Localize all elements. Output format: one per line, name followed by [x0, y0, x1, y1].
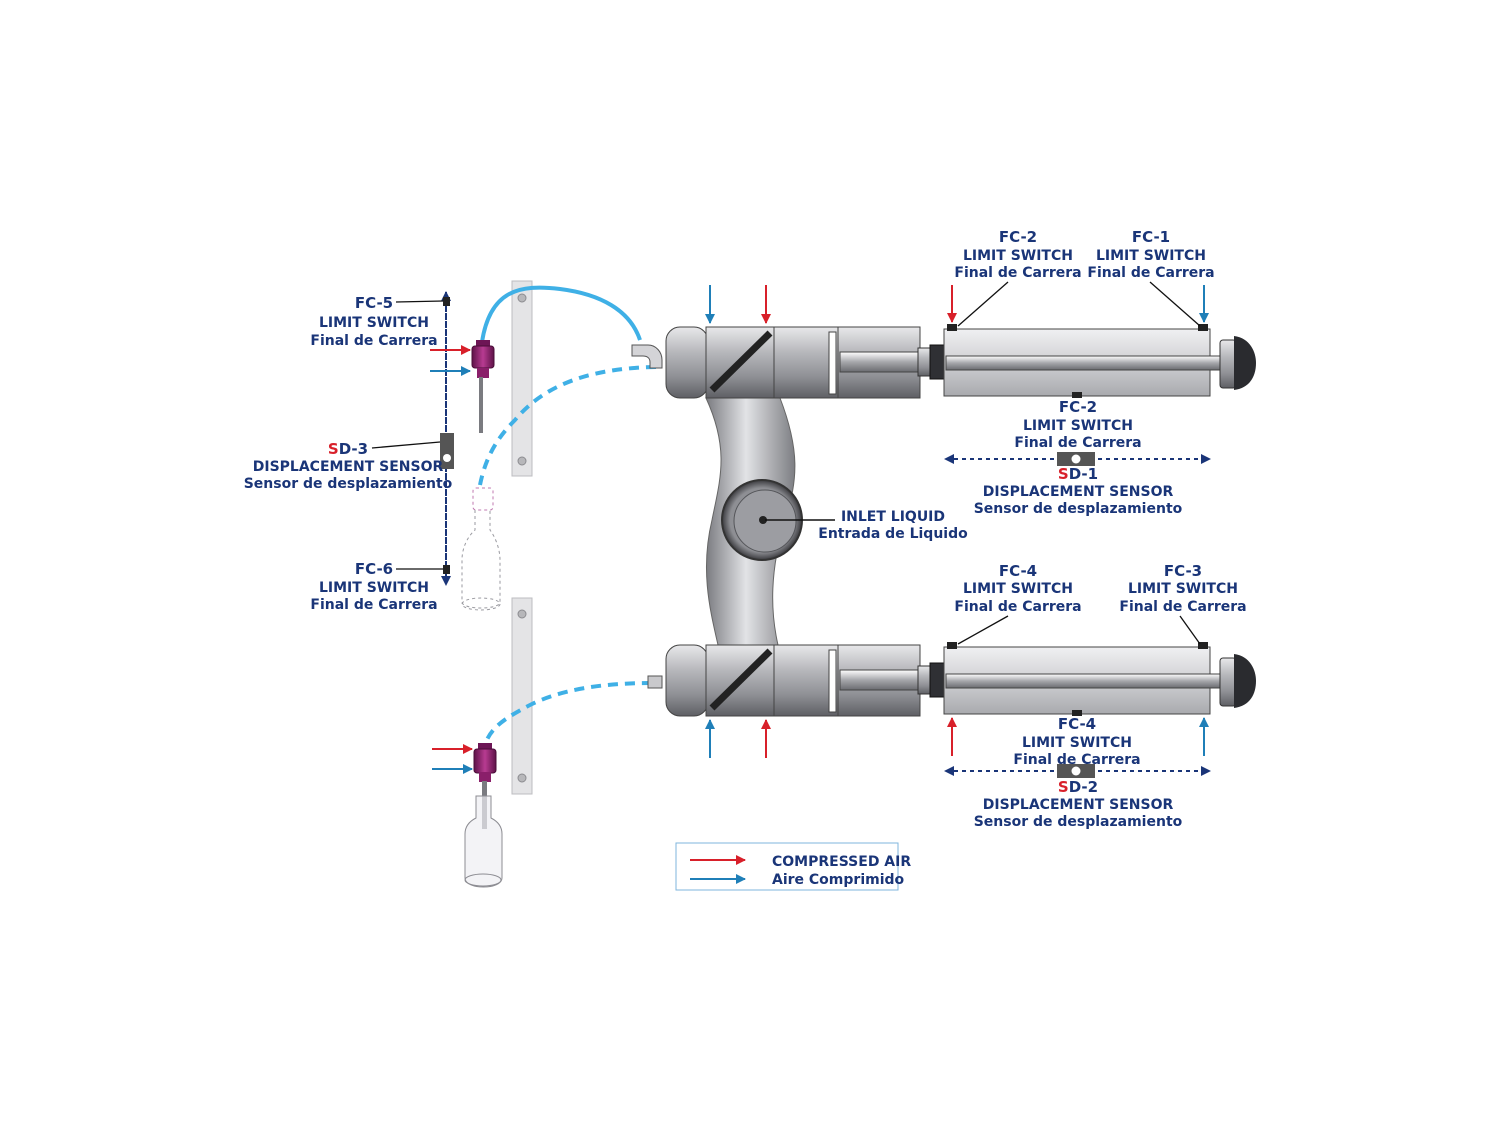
fc5-line1: LIMIT SWITCH	[319, 315, 429, 331]
fc1-switch	[1198, 324, 1208, 331]
fc4-top-label: FC-4 LIMIT SWITCH Final de Carrera	[954, 562, 1081, 615]
upper-cylinder	[943, 324, 1256, 398]
fc5-line2: Final de Carrera	[310, 333, 437, 349]
fc2-mid-line1: LIMIT SWITCH	[1023, 418, 1133, 434]
upper-bottle-ghost	[472, 487, 494, 511]
fc2-mid-label: FC-2 LIMIT SWITCH Final de Carrera	[1014, 398, 1141, 451]
inlet-port	[721, 479, 803, 561]
lower-feed-tube-dashed	[483, 681, 653, 746]
fc4-mid-line2: Final de Carrera	[1013, 752, 1140, 768]
sd3-code: D-3	[339, 440, 368, 458]
sd1-label: SD-1 DISPLACEMENT SENSOR Sensor de despl…	[974, 465, 1183, 517]
fc2-top-code: FC-2	[999, 228, 1037, 246]
fc3-code: FC-3	[1164, 562, 1202, 580]
sd3-label: SD-3 DISPLACEMENT SENSOR Sensor de despl…	[244, 440, 453, 492]
sd2-sensor	[1057, 764, 1095, 778]
fc4-top-line1: LIMIT SWITCH	[963, 581, 1073, 597]
upper-mounting-bar	[511, 280, 533, 477]
sd3-prefix: S	[328, 440, 339, 458]
sensor-rail	[440, 291, 454, 586]
lower-inlet-fitting	[647, 675, 663, 689]
sd3-line2: Sensor de desplazamiento	[244, 476, 453, 492]
fc6-line2: Final de Carrera	[310, 597, 437, 613]
fc4-mid-line1: LIMIT SWITCH	[1022, 735, 1132, 751]
inlet-line2: Entrada de Liquido	[818, 526, 968, 542]
fc6-line1: LIMIT SWITCH	[319, 580, 429, 596]
fc3-switch	[1198, 642, 1208, 649]
fc2-mid-line2: Final de Carrera	[1014, 435, 1141, 451]
sd3-line1: DISPLACEMENT SENSOR	[253, 459, 444, 475]
fc2-lower-switch	[1072, 392, 1082, 398]
upper-feed-tube	[480, 285, 642, 343]
fc1-label: FC-1 LIMIT SWITCH Final de Carrera	[1087, 228, 1214, 281]
fc6-label: FC-6 LIMIT SWITCH Final de Carrera	[310, 560, 437, 613]
legend-aire-comprimido: Aire Comprimido	[772, 872, 905, 888]
fc6-switch	[443, 565, 450, 574]
sd1-prefix: S	[1058, 465, 1069, 483]
fc4-top-line2: Final de Carrera	[954, 599, 1081, 615]
upper-filling-nozzle	[471, 340, 495, 433]
fc6-code: FC-6	[355, 560, 393, 578]
fc4-mid-code: FC-4	[1058, 715, 1096, 733]
elbow-fitting	[631, 344, 663, 369]
fc3-line1: LIMIT SWITCH	[1128, 581, 1238, 597]
upper-valve-block	[665, 326, 945, 399]
sd2-prefix: S	[1058, 778, 1069, 796]
lower-mounting-bar	[511, 597, 533, 795]
fc5-code: FC-5	[355, 294, 393, 312]
upper-return-tube-dashed	[478, 365, 657, 486]
svg-text:SD-2: SD-2	[1058, 778, 1098, 796]
upper-bottle-ghost-body	[461, 510, 501, 611]
fc3-label: FC-3 LIMIT SWITCH Final de Carrera	[1119, 562, 1246, 615]
sd3-sensor	[440, 433, 454, 469]
lower-bottle	[464, 795, 503, 888]
fc2-top-line1: LIMIT SWITCH	[963, 248, 1073, 264]
inlet-line1: INLET LIQUID	[841, 509, 945, 525]
fc2-mid-code: FC-2	[1059, 398, 1097, 416]
fc4-mid-label: FC-4 LIMIT SWITCH Final de Carrera	[1013, 715, 1140, 768]
fc1-line1: LIMIT SWITCH	[1096, 248, 1206, 264]
sd2-line2: Sensor de desplazamiento	[974, 814, 1183, 830]
legend: COMPRESSED AIR Aire Comprimido	[675, 842, 911, 891]
legend-compressed-air: COMPRESSED AIR	[772, 854, 911, 870]
sd2-line1: DISPLACEMENT SENSOR	[983, 797, 1174, 813]
fc4-lower-switch	[1072, 710, 1082, 716]
fc2-switch	[947, 324, 957, 331]
fc5-label: FC-5 LIMIT SWITCH Final de Carrera	[310, 294, 437, 349]
sd1-code: D-1	[1069, 465, 1098, 483]
fc4-switch	[947, 642, 957, 649]
fc5-switch	[443, 297, 450, 306]
lower-cylinder	[943, 642, 1256, 716]
sd1-line1: DISPLACEMENT SENSOR	[983, 484, 1174, 500]
sd1-sensor	[1057, 452, 1095, 466]
inlet-label: INLET LIQUID Entrada de Liquido	[818, 509, 968, 542]
sd1-line2: Sensor de desplazamiento	[974, 501, 1183, 517]
svg-text:SD-3: SD-3	[328, 440, 368, 458]
fc4-top-code: FC-4	[999, 562, 1037, 580]
svg-text:SD-1: SD-1	[1058, 465, 1098, 483]
fc2-top-line2: Final de Carrera	[954, 265, 1081, 281]
sd2-code: D-2	[1069, 778, 1098, 796]
fc1-code: FC-1	[1132, 228, 1170, 246]
sd2-label: SD-2 DISPLACEMENT SENSOR Sensor de despl…	[974, 778, 1183, 830]
fc1-line2: Final de Carrera	[1087, 265, 1214, 281]
fc2-top-label: FC-2 LIMIT SWITCH Final de Carrera	[954, 228, 1081, 281]
lower-valve-block	[665, 644, 945, 717]
fc3-line2: Final de Carrera	[1119, 599, 1246, 615]
